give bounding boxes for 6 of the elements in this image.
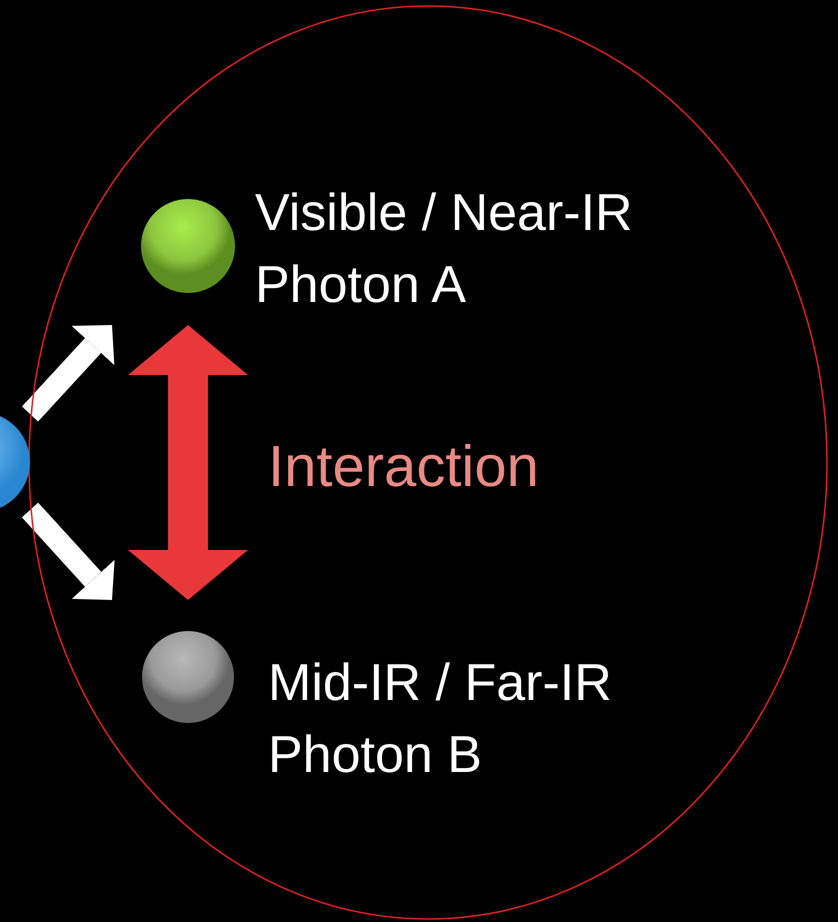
arrow xyxy=(22,502,115,600)
double-arrow xyxy=(128,325,248,600)
photon-label: Visible / Near-IR Photon A xyxy=(255,183,634,316)
photon-label: Mid-IR / Far-IR Photon B xyxy=(268,653,613,786)
boundary-ellipse xyxy=(28,5,828,920)
arrow xyxy=(22,325,114,422)
